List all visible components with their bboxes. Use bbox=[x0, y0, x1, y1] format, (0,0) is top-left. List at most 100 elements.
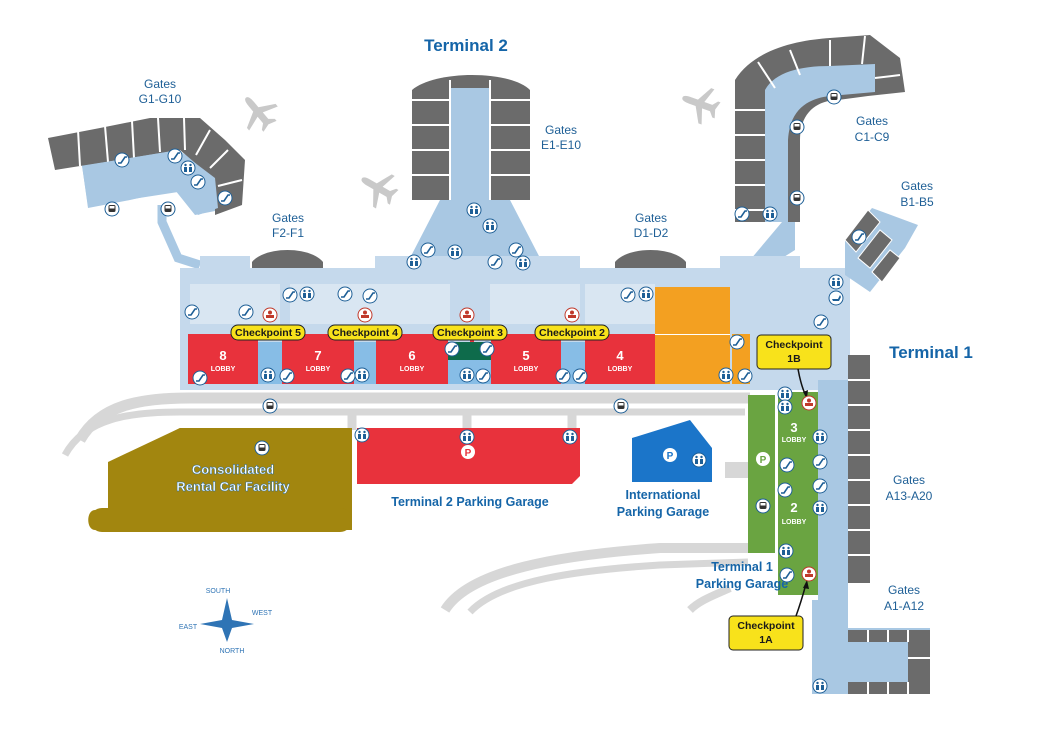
security-icon bbox=[357, 307, 373, 323]
restroom-icon bbox=[515, 255, 531, 271]
compass-west: WEST bbox=[252, 610, 273, 617]
compass: SOUTH WEST EAST NORTH bbox=[179, 588, 273, 655]
checkpoint-4-label: Checkpoint 4 bbox=[332, 327, 398, 339]
gates-f-label: Gates F2-F1 bbox=[272, 211, 304, 240]
restroom-icon bbox=[777, 386, 793, 402]
escalator-icon bbox=[572, 368, 588, 384]
escalator-icon bbox=[508, 242, 524, 258]
escalator-icon bbox=[812, 454, 828, 470]
checkpoint-5[interactable]: Checkpoint 5 bbox=[230, 324, 306, 341]
lobby-4-label: LOBBY bbox=[608, 366, 633, 373]
terminal-2-parking-garage[interactable]: P bbox=[357, 428, 580, 484]
terminal-1-parking-garage-block bbox=[748, 392, 818, 595]
shuttle-bus-icon bbox=[755, 498, 771, 514]
gates-b-line1: Gates bbox=[901, 179, 933, 193]
gates-e-line2: E1-E10 bbox=[541, 138, 581, 152]
checkpoint-1a[interactable]: Checkpoint 1A bbox=[728, 580, 809, 651]
checkpoint-1b-line2: 1B bbox=[787, 353, 801, 365]
escalator-icon bbox=[238, 304, 254, 320]
lobby-6-label: LOBBY bbox=[400, 366, 425, 373]
security-icon bbox=[801, 395, 817, 411]
gates-a1-line1: Gates bbox=[888, 583, 920, 597]
lobby-2: 2 LOBBY bbox=[782, 500, 807, 526]
checkpoint-4[interactable]: Checkpoint 4 bbox=[327, 324, 403, 341]
escalator-icon bbox=[114, 152, 130, 168]
gates-f-line1: Gates bbox=[272, 211, 304, 225]
escalator-icon bbox=[184, 304, 200, 320]
checkpoint-1b[interactable]: Checkpoint 1B bbox=[756, 334, 832, 398]
parking-symbol: P bbox=[465, 448, 472, 459]
shuttle-bus-icon bbox=[104, 201, 120, 217]
gates-c-line2: C1-C9 bbox=[855, 130, 890, 144]
terminal-2-title: Terminal 2 bbox=[424, 36, 508, 55]
lobby-5-label: LOBBY bbox=[514, 366, 539, 373]
t1garage-line2: Parking Garage bbox=[696, 577, 788, 591]
escalator-icon bbox=[777, 482, 793, 498]
restroom-icon bbox=[562, 429, 578, 445]
gates-a13-line2: A13-A20 bbox=[886, 489, 933, 503]
lobby-7-number: 7 bbox=[314, 348, 321, 363]
checkpoint-3[interactable]: Checkpoint 3 bbox=[432, 324, 508, 341]
airplane-icon bbox=[676, 80, 724, 128]
restroom-icon bbox=[762, 206, 778, 222]
restroom-icon bbox=[180, 160, 196, 176]
checkpoint-2-label: Checkpoint 2 bbox=[539, 327, 605, 339]
security-icon bbox=[459, 307, 475, 323]
security-icon bbox=[564, 307, 580, 323]
escalator-icon bbox=[444, 341, 460, 357]
gates-g-line2: G1-G10 bbox=[139, 92, 182, 106]
escalator-icon bbox=[475, 368, 491, 384]
shuttle-bus-icon bbox=[613, 398, 629, 414]
escalator-icon bbox=[420, 242, 436, 258]
escalator-icon bbox=[337, 286, 353, 302]
intl-line2: Parking Garage bbox=[617, 505, 709, 519]
lobby-6: 6 LOBBY bbox=[400, 348, 425, 373]
escalator-icon bbox=[555, 368, 571, 384]
restroom-icon bbox=[459, 367, 475, 383]
escalator-icon bbox=[487, 254, 503, 270]
escalator-icon bbox=[192, 370, 208, 386]
security-icon bbox=[801, 566, 817, 582]
airplane-icon bbox=[352, 162, 404, 214]
restroom-icon bbox=[482, 218, 498, 234]
gates-b-line2: B1-B5 bbox=[900, 195, 934, 209]
shuttle-bus-icon bbox=[254, 440, 270, 456]
escalator-icon bbox=[340, 368, 356, 384]
compass-east: EAST bbox=[179, 624, 198, 631]
restroom-icon bbox=[812, 429, 828, 445]
restroom-icon bbox=[828, 274, 844, 290]
gates-a1-line2: A1-A12 bbox=[884, 599, 924, 613]
escalator-icon bbox=[167, 148, 183, 164]
restroom-icon bbox=[406, 254, 422, 270]
restroom-icon bbox=[447, 244, 463, 260]
parking-icon: P bbox=[756, 452, 770, 466]
escalator-icon bbox=[779, 457, 795, 473]
lobby-5: 5 LOBBY bbox=[514, 348, 539, 373]
consolidated-rental-car-facility[interactable]: Consolidated Rental Car Facility bbox=[88, 428, 352, 532]
lobby-8-number: 8 bbox=[219, 348, 226, 363]
lobby-7-label: LOBBY bbox=[306, 366, 331, 373]
concourse-b bbox=[844, 208, 918, 292]
escalator-icon bbox=[282, 287, 298, 303]
gates-a13-line1: Gates bbox=[893, 473, 925, 487]
escalator-icon bbox=[479, 341, 495, 357]
checkpoint-2[interactable]: Checkpoint 2 bbox=[534, 324, 610, 341]
terminal-2-parking-garage-label: Terminal 2 Parking Garage bbox=[391, 495, 549, 509]
lobby-2-number: 2 bbox=[790, 500, 797, 515]
restroom-icon bbox=[777, 399, 793, 415]
escalator-icon bbox=[734, 206, 750, 222]
escalator-icon bbox=[190, 174, 206, 190]
gates-f-line2: F2-F1 bbox=[272, 226, 304, 240]
checkpoint-1b-line1: Checkpoint bbox=[765, 339, 823, 351]
restroom-icon bbox=[812, 500, 828, 516]
international-parking-garage[interactable]: P bbox=[632, 420, 712, 482]
gates-g-line1: Gates bbox=[144, 77, 176, 91]
escalator-icon bbox=[729, 334, 745, 350]
airplane-icon bbox=[231, 85, 285, 139]
concourse-g bbox=[48, 117, 245, 215]
lobby-5-number: 5 bbox=[522, 348, 529, 363]
intl-line1: International bbox=[625, 488, 700, 502]
terminal-1-title: Terminal 1 bbox=[889, 343, 973, 362]
escalator-icon bbox=[620, 287, 636, 303]
